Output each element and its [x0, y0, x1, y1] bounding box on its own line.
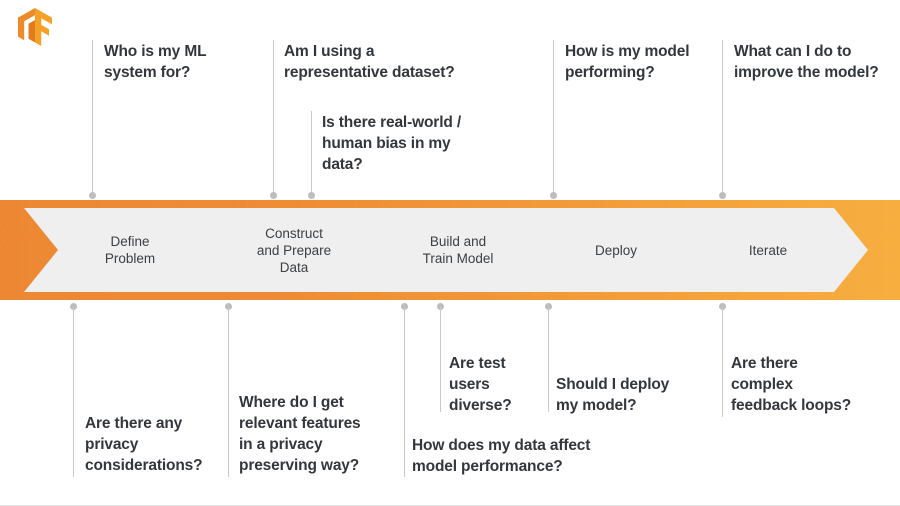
note-are-there-any-privacy-considerations: Are there any privacy considerations?: [85, 415, 203, 474]
note-how-does-my-data-affect-model-performance: How does my data affect model performanc…: [412, 437, 591, 475]
connector-line-top-2: [273, 40, 274, 196]
connector-line-top-3: [311, 111, 312, 196]
connector-line-bottom-3: [404, 307, 405, 477]
stage-label-define-problem: Define Problem: [104, 234, 156, 266]
tensorflow-logo-icon: [18, 8, 52, 46]
connector-dot-bottom-1: [70, 303, 77, 310]
note-are-there-complex-feedback-loops: Are there complex feedback loops?: [731, 355, 852, 414]
connector-line-bottom-6: [722, 307, 723, 417]
connector-dot-top-5: [719, 192, 726, 199]
note-are-test-users-diverse: Are test users diverse?: [449, 355, 512, 414]
connector-dot-top-4: [550, 192, 557, 199]
note-who-is-my-ml-system-for: Who is my ML system for?: [104, 43, 207, 81]
connector-line-top-1: [92, 40, 93, 196]
note-how-is-my-model-performing: How is my model performing?: [565, 43, 690, 81]
stage-label-construct-prepare-data: Construct and Prepare Data: [256, 225, 332, 275]
stage-label-build-train-model: Build and Train Model: [422, 234, 494, 266]
note-am-i-using-a-representative-dataset: Am I using a representative dataset?: [284, 43, 455, 81]
connector-line-bottom-5: [548, 307, 549, 412]
connector-line-bottom-1: [73, 307, 74, 477]
connector-line-top-5: [722, 40, 723, 196]
workflow-band: Define Problem Construct and Prepare Dat…: [0, 200, 900, 300]
connector-dot-bottom-4: [437, 303, 444, 310]
connector-line-bottom-4: [440, 307, 441, 412]
connector-line-bottom-2: [228, 307, 229, 477]
connector-dot-top-3: [308, 192, 315, 199]
note-where-do-i-get-relevant-features: Where do I get relevant features in a pr…: [239, 394, 361, 474]
stage-label-iterate: Iterate: [748, 242, 788, 258]
connector-line-top-4: [553, 40, 554, 196]
note-should-i-deploy-my-model: Should I deploy my model?: [556, 376, 670, 414]
connector-dot-top-2: [270, 192, 277, 199]
connector-dot-top-1: [89, 192, 96, 199]
note-what-can-i-do-to-improve-the-model: What can I do to improve the model?: [734, 43, 879, 81]
connector-dot-bottom-2: [225, 303, 232, 310]
connector-dot-bottom-6: [719, 303, 726, 310]
note-is-there-real-world-human-bias: Is there real-world / human bias in my d…: [322, 114, 461, 173]
connector-dot-bottom-3: [401, 303, 408, 310]
stage-label-deploy: Deploy: [594, 242, 638, 258]
connector-dot-bottom-5: [545, 303, 552, 310]
